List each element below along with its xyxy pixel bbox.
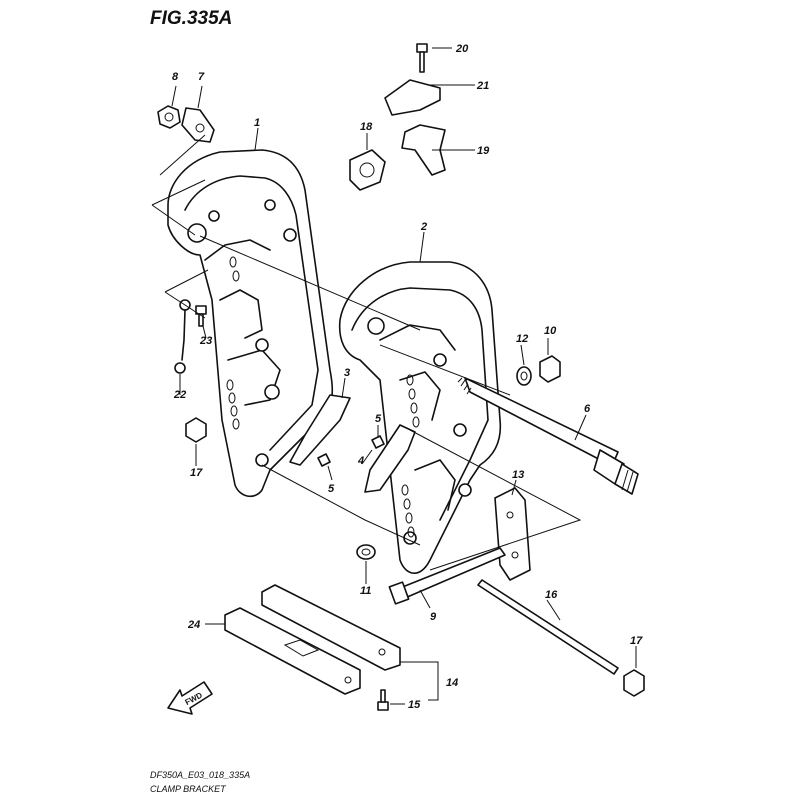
washer-12 [516, 366, 532, 386]
nut-17-right [623, 669, 645, 697]
tilt-shaft [457, 377, 639, 495]
diagram-caption: CLAMP BRACKET [150, 784, 227, 794]
plate-7 [181, 107, 215, 143]
callout-4: 4 [357, 455, 364, 467]
callout-5-upper: 5 [375, 413, 382, 425]
bolt-20 [416, 43, 428, 73]
callout-14: 14 [446, 677, 458, 689]
callout-2: 2 [420, 221, 427, 233]
callout-6: 6 [584, 403, 591, 415]
callout-15: 15 [408, 699, 421, 711]
trim-plate-3 [289, 394, 351, 466]
callout-16: 16 [545, 589, 558, 601]
cover-21 [384, 79, 441, 116]
tilt-rod [477, 579, 619, 675]
callout-1: 1 [254, 117, 260, 129]
callout-5-lower: 5 [328, 483, 335, 495]
model-code: DF350A_E03_018_335A [150, 770, 250, 780]
callout-22: 22 [173, 389, 186, 401]
screw-23 [195, 305, 207, 327]
nut-17-left [185, 417, 207, 443]
figure-title: FIG.335A [150, 8, 232, 29]
callout-18: 18 [360, 121, 373, 133]
bolt-15 [377, 689, 389, 711]
alignment-lines [151, 134, 582, 571]
bracket-left-holes [226, 256, 240, 430]
callout-19: 19 [477, 145, 490, 157]
screw-5-lower [317, 453, 331, 467]
fwd-arrow-icon: FWD [167, 681, 213, 715]
callout-8: 8 [172, 71, 179, 83]
callout-20: 20 [455, 43, 469, 55]
nut-10 [539, 355, 561, 383]
callout-labels: 20 21 19 18 8 7 1 2 12 10 6 3 5 4 5 13 1… [172, 43, 643, 711]
bracket-19 [401, 124, 446, 176]
trim-plate-4 [364, 424, 416, 493]
callout-24: 24 [187, 619, 200, 631]
callout-23: 23 [199, 335, 212, 347]
callout-11: 11 [360, 585, 371, 597]
callout-12: 12 [516, 333, 528, 345]
cap-18 [349, 149, 386, 191]
callout-7: 7 [198, 71, 205, 83]
callout-9: 9 [430, 611, 437, 623]
callout-10: 10 [544, 325, 557, 337]
clamp-bracket-right [338, 261, 502, 574]
callout-3: 3 [344, 367, 350, 379]
leader-lines [171, 47, 637, 705]
through-bolt [388, 547, 506, 605]
spacer-plate [494, 487, 531, 581]
nut-8 [157, 105, 181, 129]
callout-17-right: 17 [630, 635, 643, 647]
callout-17-left: 17 [190, 467, 203, 479]
anode-assembly [224, 584, 401, 695]
clamp-bracket-left [167, 149, 334, 498]
ground-wire-22 [174, 299, 191, 374]
washer-11 [356, 544, 376, 560]
bracket-right-holes [401, 374, 420, 538]
screw-5-upper [371, 435, 385, 449]
callout-13: 13 [512, 469, 524, 481]
callout-21: 21 [476, 80, 489, 92]
